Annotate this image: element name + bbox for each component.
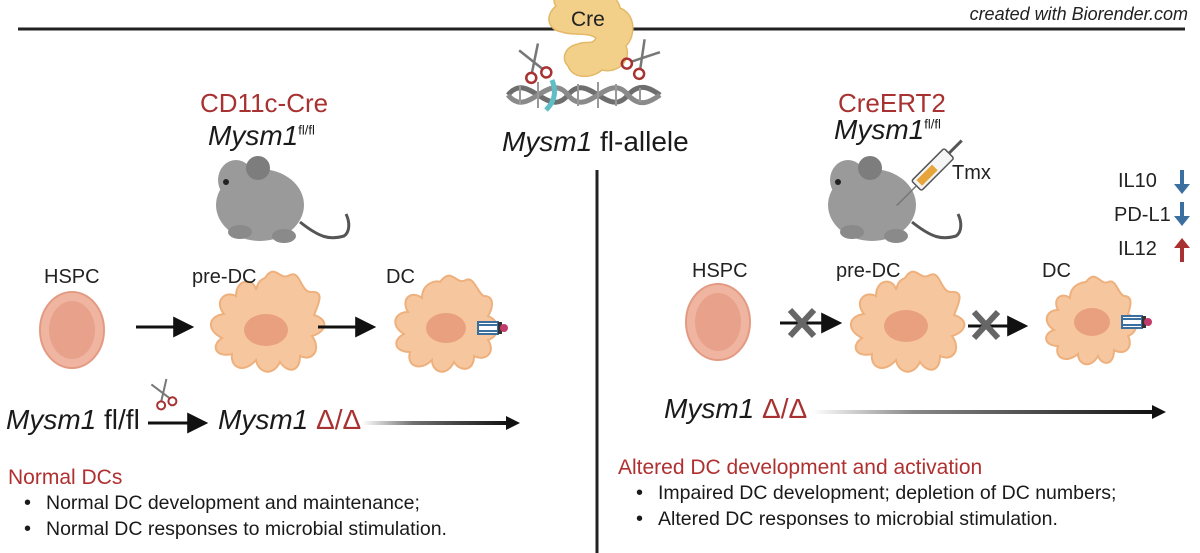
left-genotype-sup: fl/fl [298, 122, 315, 138]
right-genotype-sup: fl/fl [924, 116, 941, 132]
cytokine-il10: IL10 [1118, 170, 1157, 192]
left-allele-start: Mysm1 fl/fl [6, 404, 140, 436]
hspc-cell-icon [685, 283, 751, 361]
left-allele-end-delta: Δ/Δ [308, 404, 362, 435]
cre-enzyme-icon [548, 0, 634, 78]
dc-cell-icon [394, 274, 499, 373]
left-cell-label-hspc: HSPC [44, 266, 100, 288]
right-genotype: Mysm1fl/fl [834, 114, 941, 146]
injection-label: Tmx [952, 162, 991, 184]
left-allele-start-suffix: fl/fl [96, 404, 140, 435]
right-model-label: CreERT2 [838, 88, 946, 118]
scissors-icon [150, 378, 178, 411]
left-allele-end: Mysm1 Δ/Δ [218, 404, 361, 436]
right-allele-gene: Mysm1 [664, 393, 755, 424]
down-arrow-icon [1174, 170, 1190, 194]
left-bullet-1: Normal DC development and maintenance; [24, 492, 420, 515]
cytokine-pd-l1: PD-L1 [1114, 204, 1171, 226]
left-cell-label-pre-dc: pre-DC [192, 266, 257, 288]
cre-label: Cre [571, 8, 605, 31]
right-cell-label-dc: DC [1042, 260, 1071, 282]
right-allele-delta: Δ/Δ [754, 393, 808, 424]
left-model-label: CD11c-Cre [200, 88, 329, 118]
right-cell-label-hspc: HSPC [692, 260, 748, 282]
gradient-arrow-head [506, 416, 520, 430]
dc-cell-icon [1045, 275, 1138, 366]
blocked-x-icon [971, 309, 1001, 341]
credit-text: created with Biorender.com [969, 4, 1188, 24]
left-summary-title: Normal DCs [8, 466, 123, 489]
pre-dc-cell-icon [850, 270, 966, 373]
right-allele: Mysm1 Δ/Δ [664, 393, 807, 425]
right-genotype-gene: Mysm1 [834, 114, 925, 145]
right-bullet-2: Altered DC responses to microbial stimul… [636, 508, 1058, 531]
receptor-icon [1121, 315, 1152, 329]
left-genotype-gene: Mysm1 [208, 120, 299, 151]
dna-helix-icon [506, 79, 662, 112]
mouse-icon [828, 156, 963, 243]
pre-dc-cell-icon [210, 270, 326, 373]
left-genotype: Mysm1fl/fl [208, 120, 315, 152]
left-cell-label-dc: DC [386, 266, 415, 288]
syringe-icon [896, 139, 963, 207]
right-cell-label-pre-dc: pre-DC [836, 260, 901, 282]
gradient-arrow-head [1152, 405, 1166, 419]
left-allele-end-gene: Mysm1 [218, 404, 309, 435]
blocked-x-icon [787, 307, 817, 339]
scissors-icon [518, 43, 553, 85]
down-arrow-icon [1174, 202, 1190, 226]
allele-gene: Mysm1 [502, 126, 593, 157]
right-summary-title: Altered DC development and activation [618, 456, 983, 479]
allele-label: Mysm1 fl-allele [502, 126, 689, 158]
gradient-arrow-shaft [362, 421, 508, 425]
allele-suffix: fl-allele [592, 126, 689, 157]
receptor-icon [477, 321, 508, 335]
left-allele-start-gene: Mysm1 [6, 404, 97, 435]
up-arrow-icon [1174, 238, 1190, 262]
mouse-icon [216, 156, 351, 243]
left-bullet-2: Normal DC responses to microbial stimula… [24, 518, 447, 541]
scissors-icon [620, 39, 661, 81]
hspc-cell-icon [39, 291, 105, 369]
cytokine-il12: IL12 [1118, 238, 1157, 260]
gradient-arrow-shaft [812, 410, 1154, 414]
right-bullet-1: Impaired DC development; depletion of DC… [636, 482, 1116, 505]
